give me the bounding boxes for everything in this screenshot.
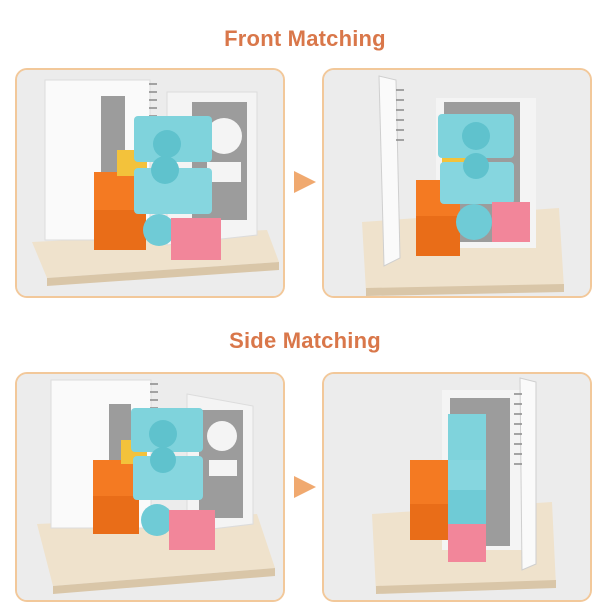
side-matching-result-photo <box>322 372 592 602</box>
front-matching-result-photo <box>322 68 592 298</box>
side-matching-setup-photo <box>15 372 285 602</box>
right-arrow-icon <box>294 476 316 498</box>
right-arrow-icon <box>294 171 316 193</box>
side-matching-title: Side Matching <box>229 328 381 353</box>
front-matching-title: Front Matching <box>224 26 386 51</box>
blocks-scene-illustration <box>324 374 590 600</box>
blocks-scene-illustration <box>17 374 283 600</box>
blocks-scene-illustration <box>17 70 283 296</box>
front-matching-setup-photo <box>15 68 285 298</box>
blocks-scene-illustration <box>324 70 590 296</box>
